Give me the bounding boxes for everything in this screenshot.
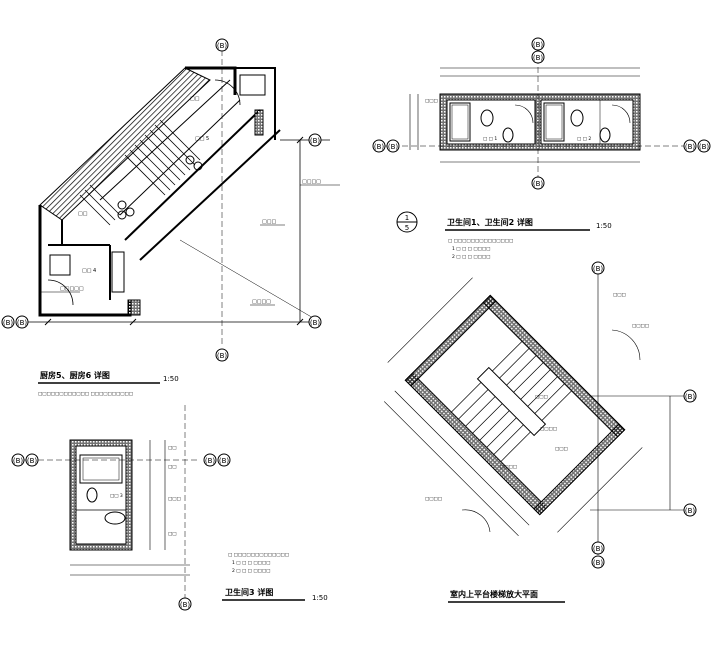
stair-title: 室内上平台楼梯放大平面 [450, 589, 538, 599]
svg-text:□□: □□ [78, 211, 88, 217]
svg-text:1 □ □ □ □□□□: 1 □ □ □ □□□□ [232, 560, 270, 566]
svg-text:□□□□: □□□□ [540, 427, 557, 432]
svg-text:□□□: □□□ [262, 219, 276, 225]
kitchen-outer-wall [38, 205, 132, 317]
stair-plan: □□□ □□□□ □□□ □□□□ □□□□ □□□□ □□□ (B) (B) … [383, 261, 697, 603]
kitchen-axis-bottom: (B) [217, 352, 228, 360]
detail-number-top: 1 [405, 214, 409, 222]
bath12-axis-right2: (B) [699, 143, 710, 151]
bath3-axis-left1: (B) [13, 457, 24, 465]
stair-axis-bottom2: (B) [593, 559, 604, 567]
kitchen-axis-left: (B) [3, 319, 14, 327]
bath3-scale: 1:50 [312, 594, 328, 602]
kitchen-roof-hatch [39, 67, 211, 221]
bath3-title: 卫生间3 详图 [225, 587, 273, 597]
svg-text:□□□: □□□ [535, 395, 548, 400]
svg-text:□□□□□□□□□□□□ □□□□□□□□□□: □□□□□□□□□□□□ □□□□□□□□□□ [38, 392, 133, 397]
bath3-axis-right2: (B) [219, 457, 230, 465]
svg-text:□□: □□ [168, 465, 177, 470]
svg-text:□□□□: □□□□ [302, 179, 321, 185]
svg-text:□□□□□: □□□□□ [60, 286, 84, 292]
svg-text:□ □□□□□□□□□□□□□: □ □□□□□□□□□□□□□ [228, 553, 289, 558]
detail-number-bottom: 5 [405, 224, 409, 232]
svg-text:□□□: □□□ [613, 293, 626, 298]
svg-text:□□: □□ [190, 96, 200, 102]
stair-axis-bottom1: (B) [593, 545, 604, 553]
svg-text:1 □ □ □ □□□□: 1 □ □ □ □□□□ [452, 246, 490, 252]
svg-text:□□ 5: □□ 5 [195, 136, 209, 142]
bath3-axis-left2: (B) [27, 457, 38, 465]
svg-text:2 □ □ □ □□□□: 2 □ □ □ □□□□ [452, 254, 490, 260]
kitchen-title: 厨房5、厨房6 详图 [40, 370, 110, 380]
stair-axis-right1: (B) [685, 393, 696, 401]
bath12-axis-left1: (B) [374, 143, 385, 151]
bath12-axis-top1: (B) [533, 41, 544, 49]
kitchen-scale: 1:50 [163, 375, 179, 383]
svg-text:2 □ □ □ □□□□: 2 □ □ □ □□□□ [232, 568, 270, 574]
kitchen-axis-right1: (B) [310, 137, 321, 145]
bath12-plan: □□□ □ □ 1 □ □ 2 (B) (B) (B) (B) (B) (B) … [372, 37, 711, 260]
svg-text:□□□: □□□ [425, 99, 438, 104]
stair-axis-top: (B) [593, 265, 604, 273]
bath3-axis-right1: (B) [205, 457, 216, 465]
bath3-axis-bottom: (B) [180, 601, 191, 609]
kitchen-axis-left2: (B) [17, 319, 28, 327]
bath12-scale: 1:50 [596, 222, 612, 230]
svg-text:□ □□□□□□□□□□□□□□: □ □□□□□□□□□□□□□□ [448, 239, 513, 244]
svg-text:□□□□: □□□□ [425, 497, 442, 502]
bath12-axis-bottom: (B) [533, 180, 544, 188]
kitchen-plan: □□□□ □□□ □□□□ □□□□□ □□ □□ □□ 5 □□ 4 (B) … [1, 38, 340, 397]
svg-text:□□: □□ [168, 446, 177, 451]
bath12-axis-right1: (B) [685, 143, 696, 151]
bath12-axis-top2: (B) [533, 54, 544, 62]
bath3-plan: □□ □□ □□□ □□ □□ 3 (B) (B) (B) (B) (B) □ … [11, 405, 328, 611]
svg-text:□ □ 2: □ □ 2 [577, 136, 591, 142]
svg-text:□□ 3: □□ 3 [110, 493, 123, 499]
bath12-title: 卫生间1、卫生间2 详图 [447, 217, 533, 227]
svg-text:□□: □□ [168, 532, 177, 537]
kitchen-axis-top: (B) [217, 42, 228, 50]
svg-text:□□□□: □□□□ [500, 465, 517, 470]
svg-text:□□□□: □□□□ [632, 324, 649, 329]
svg-text:□□ 4: □□ 4 [82, 268, 96, 274]
stair-axis-right2: (B) [685, 507, 696, 515]
svg-text:□□□□: □□□□ [252, 299, 271, 305]
bath12-axis-left2: (B) [388, 143, 399, 151]
svg-text:□□□: □□□ [168, 497, 181, 502]
kitchen-axis-right2: (B) [310, 319, 321, 327]
svg-text:□ □ 1: □ □ 1 [483, 136, 497, 142]
svg-text:□□□: □□□ [555, 447, 568, 452]
